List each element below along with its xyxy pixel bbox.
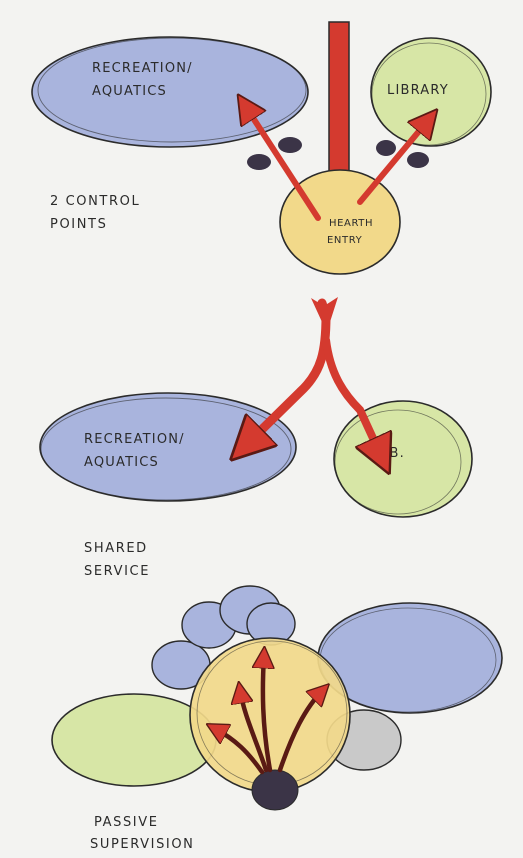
entry-point bbox=[252, 770, 298, 810]
hearth-label-line2: ENTRY bbox=[327, 235, 363, 246]
library-label: LIBRARY bbox=[387, 83, 449, 98]
note-control-points-line2: POINTS bbox=[50, 217, 107, 232]
hearth-label-line1: HEARTH bbox=[329, 218, 373, 229]
diagram-two-control-points: RECREATION/ AQUATICS LIBRARY HEARTH ENTR… bbox=[32, 22, 491, 274]
diagram-passive-supervision: PASSIVE SUPERVISION bbox=[52, 586, 502, 852]
control-point-marker bbox=[407, 152, 429, 168]
control-point-marker bbox=[247, 154, 271, 170]
diagram-shared-service: RECREATION/ AQUATICS LIB. SHARED SERVICE bbox=[40, 297, 472, 579]
recreation-label-line1: RECREATION/ bbox=[84, 432, 185, 447]
recreation-label-line2: AQUATICS bbox=[84, 455, 159, 470]
recreation-aquatics-zone bbox=[40, 393, 296, 501]
corridor-bar bbox=[329, 22, 349, 172]
control-point-marker bbox=[278, 137, 302, 153]
recreation-label-line2: AQUATICS bbox=[92, 84, 167, 99]
note-passive-supervision-line1: PASSIVE bbox=[94, 815, 159, 830]
note-shared-service-line2: SERVICE bbox=[84, 564, 150, 579]
note-control-points-line1: 2 CONTROL bbox=[50, 194, 140, 209]
control-point-marker bbox=[376, 140, 396, 156]
note-shared-service-line1: SHARED bbox=[84, 541, 148, 556]
recreation-label-line1: RECREATION/ bbox=[92, 61, 193, 76]
note-passive-supervision-line2: SUPERVISION bbox=[90, 837, 195, 852]
